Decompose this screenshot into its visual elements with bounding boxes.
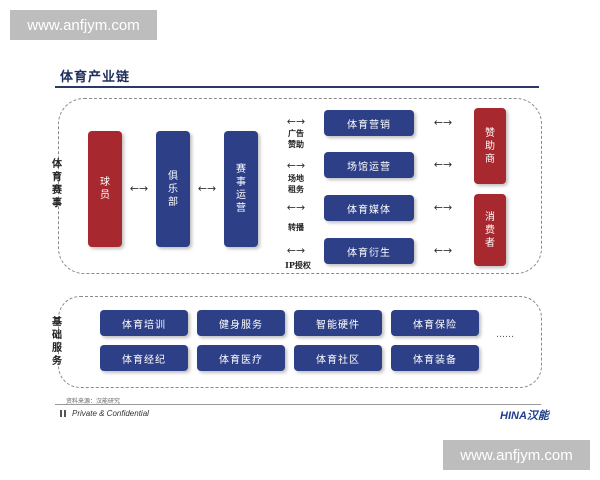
right-arrow-3: ←→	[286, 201, 306, 214]
watermark-bottom: www.anfjym.com	[443, 440, 590, 470]
page-title: 体育产业链	[60, 70, 131, 85]
events-section-label: 体 育 赛 事	[52, 159, 62, 209]
terminal-arrow-4: ←→	[433, 244, 453, 257]
business-sports-marketing: 体育营销	[324, 110, 414, 136]
terminal-arrow-1: ←→	[433, 116, 453, 129]
right-ad-sponsorship: 广告 赞助	[288, 128, 304, 149]
business-sports-media: 体育媒体	[324, 195, 414, 221]
event-operations-box: 赛 事 运 营	[224, 131, 258, 247]
service-sports-community: 体育社区	[294, 345, 382, 371]
terminal-arrow-3: ←→	[433, 201, 453, 214]
foundation-section-label: 基 础 服 务	[52, 317, 62, 367]
events-section-frame	[58, 98, 542, 274]
footer-rule	[55, 404, 541, 405]
right-arrow-1: ←→	[286, 115, 306, 128]
service-sports-insurance: 体育保险	[391, 310, 479, 336]
foundation-ellipsis: ……	[496, 330, 514, 340]
service-sports-medical: 体育医疗	[197, 345, 285, 371]
foundation-section-frame	[58, 296, 542, 388]
service-sports-training: 体育培训	[100, 310, 188, 336]
player-box: 球 员	[88, 131, 122, 247]
club-operations-arrow: ←→	[197, 182, 217, 195]
title-rule	[55, 86, 539, 88]
company-logo: HINA汉能	[500, 410, 549, 422]
club-box: 俱 乐 部	[156, 131, 190, 247]
service-sports-equipment: 体育装备	[391, 345, 479, 371]
source-note: 资料来源：汉能研究	[66, 398, 121, 405]
private-confidential: Private & Confidential	[72, 409, 149, 418]
right-ip-licensing: IP授权	[285, 260, 311, 270]
right-arrow-2: ←→	[286, 159, 306, 172]
business-sports-derivatives: 体育衍生	[324, 238, 414, 264]
service-smart-hardware: 智能硬件	[294, 310, 382, 336]
business-venue-operations: 场馆运营	[324, 152, 414, 178]
right-broadcast: 转播	[288, 222, 304, 232]
consumer-box: 消 费 者	[474, 194, 506, 266]
watermark-top: www.anfjym.com	[10, 10, 157, 40]
sponsor-box: 赞 助 商	[474, 108, 506, 184]
right-arrow-4: ←→	[286, 244, 306, 257]
right-venue-rental: 场地 租务	[288, 173, 304, 194]
service-sports-agency: 体育经纪	[100, 345, 188, 371]
service-fitness: 健身服务	[197, 310, 285, 336]
terminal-arrow-2: ←→	[433, 158, 453, 171]
player-club-arrow: ←→	[129, 182, 149, 195]
footer-mark-icon	[60, 410, 66, 417]
